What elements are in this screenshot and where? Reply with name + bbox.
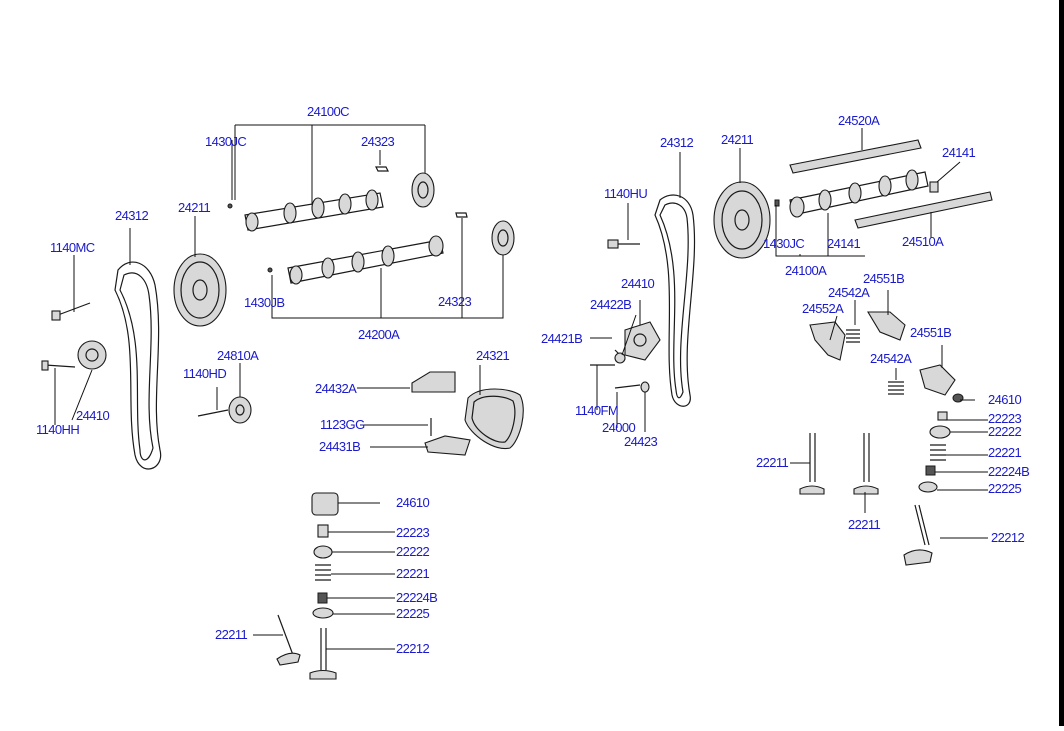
timing-belt-left-inner bbox=[119, 272, 154, 461]
label-24312-right[interactable]: 24312 bbox=[660, 135, 694, 150]
rocker-shaft-24520a bbox=[789, 139, 922, 174]
label-1123gg[interactable]: 1123GG bbox=[320, 417, 365, 432]
label-24410-right[interactable]: 24410 bbox=[621, 276, 655, 291]
tensioner-24410-left bbox=[77, 340, 107, 370]
rocker-shaft-24510a bbox=[854, 191, 993, 229]
label-22211-right-b[interactable]: 22211 bbox=[848, 517, 881, 532]
leaders-left bbox=[54, 140, 481, 448]
label-24520a[interactable]: 24520A bbox=[838, 113, 880, 128]
pin-24141 bbox=[929, 181, 939, 193]
label-24141-lower[interactable]: 24141 bbox=[827, 236, 861, 251]
crank-pulley-left bbox=[173, 253, 227, 327]
label-24200a[interactable]: 24200A bbox=[358, 327, 400, 342]
label-24432a[interactable]: 24432A bbox=[315, 381, 357, 396]
label-1140hu[interactable]: 1140HU bbox=[604, 186, 648, 201]
bolt-1140hd bbox=[197, 409, 229, 417]
leaders-valve-left bbox=[253, 502, 395, 650]
camshaft-lower-left bbox=[267, 235, 444, 285]
label-22224b-right[interactable]: 22224B bbox=[988, 464, 1030, 479]
label-24422b[interactable]: 24422B bbox=[590, 297, 632, 312]
label-24423[interactable]: 24423 bbox=[624, 434, 658, 449]
tensioner-24410-right bbox=[614, 321, 661, 364]
bolt-1140mc bbox=[51, 302, 91, 321]
label-22223-left[interactable]: 22223 bbox=[396, 525, 430, 540]
label-24510a[interactable]: 24510A bbox=[902, 234, 944, 249]
label-22211-left[interactable]: 22211 bbox=[215, 627, 248, 642]
label-24552a[interactable]: 24552A bbox=[802, 301, 844, 316]
label-24542a-upper[interactable]: 24542A bbox=[828, 285, 870, 300]
label-24100a[interactable]: 24100A bbox=[785, 263, 827, 278]
bolt-1140hh-head bbox=[41, 360, 49, 371]
label-1140hh[interactable]: 1140HH bbox=[36, 422, 80, 437]
timing-belt-right bbox=[654, 194, 696, 407]
label-24551b-upper[interactable]: 24551B bbox=[863, 271, 905, 286]
camshaft-upper-left bbox=[227, 189, 384, 232]
label-24410-left[interactable]: 24410 bbox=[76, 408, 110, 423]
cover-24432a bbox=[411, 371, 456, 393]
valve-stack-right bbox=[799, 393, 964, 566]
label-22222-left[interactable]: 22222 bbox=[396, 544, 430, 559]
camshaft-right bbox=[774, 169, 929, 218]
bracket-24100a bbox=[775, 205, 865, 257]
key-24323-upper bbox=[375, 166, 389, 172]
label-24100c[interactable]: 24100C bbox=[307, 104, 350, 119]
valve-stack-left bbox=[276, 492, 339, 680]
crank-pulley-right bbox=[713, 181, 771, 259]
label-1140mc[interactable]: 1140MC bbox=[50, 240, 95, 255]
bracket-24100c bbox=[234, 124, 426, 205]
label-1430jb[interactable]: 1430JB bbox=[244, 295, 285, 310]
label-22212-right[interactable]: 22212 bbox=[991, 530, 1025, 545]
label-24610-left[interactable]: 24610 bbox=[396, 495, 430, 510]
label-24211-left[interactable]: 24211 bbox=[178, 200, 211, 215]
label-22221-right[interactable]: 22221 bbox=[988, 445, 1022, 460]
idler-24810a bbox=[228, 396, 252, 424]
label-22224b-left[interactable]: 22224B bbox=[396, 590, 438, 605]
label-22221-left[interactable]: 22221 bbox=[396, 566, 430, 581]
cam-sprocket-lower bbox=[491, 220, 515, 256]
spring-24542a-lower bbox=[888, 381, 904, 395]
label-24421b[interactable]: 24421B bbox=[541, 331, 583, 346]
bolt-1140fm bbox=[614, 384, 641, 389]
gasket-24321 bbox=[464, 388, 524, 450]
label-22212-left[interactable]: 22212 bbox=[396, 641, 430, 656]
spring-24542a-upper bbox=[846, 329, 860, 343]
label-24431b[interactable]: 24431B bbox=[319, 439, 361, 454]
label-1140fm[interactable]: 1140FM bbox=[575, 403, 619, 418]
bolt-1140hu bbox=[607, 239, 640, 249]
timing-belt-left bbox=[114, 261, 162, 470]
label-1430jc-right[interactable]: 1430JC bbox=[763, 236, 805, 251]
key-24323-lower bbox=[455, 212, 468, 218]
rocker-arms-right bbox=[809, 311, 956, 396]
label-24323-upper[interactable]: 24323 bbox=[361, 134, 395, 149]
label-24141-upper[interactable]: 24141 bbox=[942, 145, 976, 160]
label-1140hd[interactable]: 1140HD bbox=[183, 366, 227, 381]
label-22222-right[interactable]: 22222 bbox=[988, 424, 1022, 439]
label-24312-left[interactable]: 24312 bbox=[115, 208, 149, 223]
label-24610-right[interactable]: 24610 bbox=[988, 392, 1022, 407]
label-1430jc-left[interactable]: 1430JC bbox=[205, 134, 247, 149]
label-22223-right[interactable]: 22223 bbox=[988, 411, 1022, 426]
label-24323-lower[interactable]: 24323 bbox=[438, 294, 472, 309]
leaders-right bbox=[590, 128, 988, 539]
gasket-24321-inner bbox=[471, 395, 516, 443]
label-24542a-lower[interactable]: 24542A bbox=[870, 351, 912, 366]
cover-24431b bbox=[424, 435, 471, 456]
label-24810a[interactable]: 24810A bbox=[217, 348, 259, 363]
label-24211-right[interactable]: 24211 bbox=[721, 132, 754, 147]
label-22225-right[interactable]: 22225 bbox=[988, 481, 1022, 496]
label-24551b-lower[interactable]: 24551B bbox=[910, 325, 952, 340]
right-edge-bar bbox=[1059, 0, 1064, 726]
washer-24423 bbox=[640, 381, 650, 393]
label-22225-left[interactable]: 22225 bbox=[396, 606, 430, 621]
label-24000[interactable]: 24000 bbox=[602, 420, 636, 435]
cam-sprocket-upper bbox=[411, 172, 435, 208]
label-24321[interactable]: 24321 bbox=[476, 348, 510, 363]
label-22211-right-a[interactable]: 22211 bbox=[756, 455, 789, 470]
bolt-1140hh bbox=[44, 364, 76, 368]
